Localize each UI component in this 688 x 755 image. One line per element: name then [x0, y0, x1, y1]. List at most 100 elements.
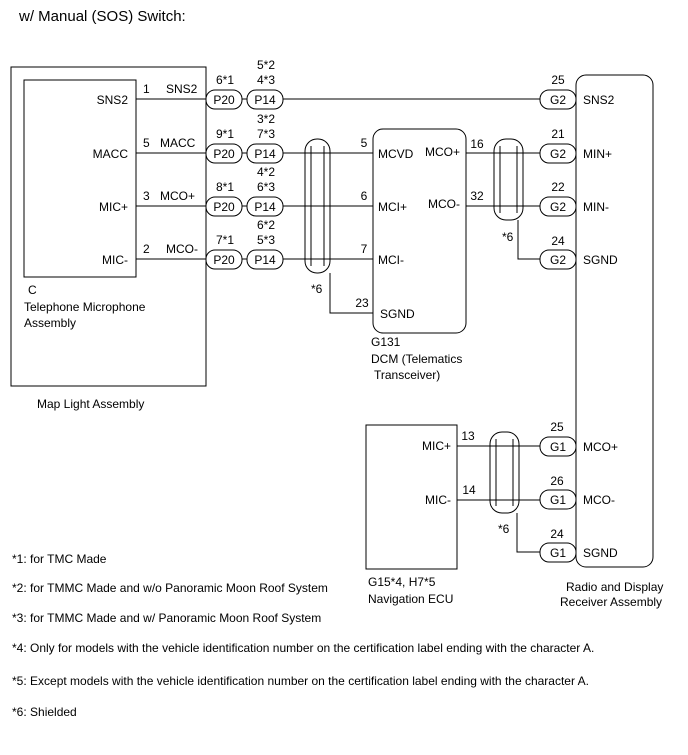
- p14-pin-number: 6*3: [257, 180, 275, 194]
- g1-label: G1: [550, 546, 566, 560]
- p14-label: P14: [254, 253, 276, 267]
- p14-pin-number: 7*3: [257, 127, 275, 141]
- g2-pin-number: 24: [551, 234, 565, 248]
- p14-label: P14: [254, 93, 276, 107]
- footnote: *4: Only for models with the vehicle ide…: [12, 641, 594, 655]
- nav-code: G15*4, H7*5: [368, 575, 436, 589]
- mic-name-line2: Assembly: [24, 316, 76, 330]
- dcm-name-line2: Transceiver): [374, 368, 440, 382]
- navigation-ecu-box: [365, 424, 458, 570]
- telephone-microphone-box: [23, 79, 137, 278]
- g2-label: G2: [550, 147, 566, 161]
- g2-label: G2: [550, 93, 566, 107]
- nav-pin-mic-plus: MIC+: [422, 439, 451, 453]
- radio-name-line1: Radio and Display: [566, 580, 663, 594]
- dcm-pin-number: 6: [361, 189, 368, 203]
- dcm-pin-number: 7: [361, 242, 368, 256]
- nav-pin-number: 13: [461, 429, 475, 443]
- mic-pin-number: 2: [143, 242, 150, 256]
- wire-label: MCO-: [166, 242, 198, 256]
- dcm-pin-mco-minus: MCO-: [428, 197, 460, 211]
- g2-label: G2: [550, 253, 566, 267]
- shield-1-drain-wire: [329, 273, 373, 314]
- footnote: *3: for TMMC Made and w/ Panoramic Moon …: [12, 611, 321, 625]
- mic-pin-sns2: SNS2: [97, 93, 129, 107]
- p14-pin-number: 4*2: [257, 165, 275, 179]
- g1-pin-number: 26: [550, 474, 564, 488]
- dcm-pin-mcvd: MCVD: [378, 147, 414, 161]
- g1-label: G1: [550, 440, 566, 454]
- dcm-pin-number: 5: [361, 136, 368, 150]
- diagram-title: w/ Manual (SOS) Switch:: [18, 8, 186, 25]
- p20-pin-number: 7*1: [216, 233, 234, 247]
- g2-pin-number: 21: [551, 127, 565, 141]
- shield-1: [304, 138, 331, 274]
- shield-label: *6: [498, 522, 510, 536]
- p20-pin-number: 8*1: [216, 180, 234, 194]
- radio-pin-sns2: SNS2: [583, 93, 615, 107]
- g1-connector-1: [539, 436, 577, 457]
- g2-pin-number: 22: [551, 180, 565, 194]
- radio-pin-min-minus: MIN-: [583, 200, 609, 214]
- shield-3-drain-wire: [516, 513, 540, 553]
- nav-name: Navigation ECU: [368, 592, 453, 606]
- shield-label: *6: [311, 282, 323, 296]
- dcm-box: [372, 128, 467, 334]
- p20-pin-number: 6*1: [216, 73, 234, 87]
- g2-pin-number: 25: [551, 73, 565, 87]
- wire-label: SNS2: [166, 82, 198, 96]
- map-light-assembly-box: [10, 66, 207, 387]
- p20-label: P20: [213, 253, 235, 267]
- wire-label: MACC: [160, 136, 196, 150]
- mic-pin-mic-plus: MIC+: [99, 200, 128, 214]
- g2-label: G2: [550, 200, 566, 214]
- shield-3: [489, 431, 520, 514]
- dcm-pin-number: 16: [470, 137, 484, 151]
- p14-pin-number: 5*2: [257, 58, 275, 72]
- radio-name-line2: Receiver Assembly: [560, 595, 662, 609]
- mic-pin-number: 1: [143, 82, 150, 96]
- p14-pin-number: 3*2: [257, 112, 275, 126]
- p14-label: P14: [254, 200, 276, 214]
- g1-pin-number: 24: [550, 527, 564, 541]
- footnote: *5: Except models with the vehicle ident…: [12, 674, 589, 688]
- p14-pin-number: 6*2: [257, 218, 275, 232]
- footnote: *1: for TMC Made: [12, 552, 107, 566]
- radio-pin-sgnd: SGND: [583, 253, 618, 267]
- g1-label: G1: [550, 493, 566, 507]
- p14-pin-number: 5*3: [257, 233, 275, 247]
- radio-pin-sgnd: SGND: [583, 546, 618, 560]
- shield-2-drain-wire: [517, 220, 540, 260]
- g1-pin-number: 25: [550, 420, 564, 434]
- p20-label: P20: [213, 93, 235, 107]
- radio-pin-min-plus: MIN+: [583, 147, 612, 161]
- map-light-name: Map Light Assembly: [37, 397, 144, 411]
- shield-2: [493, 138, 524, 221]
- mic-name-line1: Telephone Microphone: [24, 300, 146, 314]
- wire-label: MCO+: [160, 189, 195, 203]
- footnote: *6: Shielded: [12, 705, 77, 719]
- p20-label: P20: [213, 147, 235, 161]
- mic-pin-number: 5: [143, 136, 150, 150]
- dcm-pin-mci-minus: MCI-: [378, 253, 404, 267]
- p14-pin-number: 4*3: [257, 73, 275, 87]
- radio-pin-mco-minus: MCO-: [583, 493, 615, 507]
- mic-pin-mic-minus: MIC-: [102, 253, 128, 267]
- dcm-code: G131: [371, 335, 401, 349]
- radio-pin-mco-plus: MCO+: [583, 440, 618, 454]
- p20-label: P20: [213, 200, 235, 214]
- nav-pin-number: 14: [462, 483, 476, 497]
- footnote: *2: for TMMC Made and w/o Panoramic Moon…: [12, 581, 328, 595]
- radio-receiver-box: [575, 74, 654, 568]
- mic-code: C: [28, 283, 37, 297]
- dcm-pin-mci-plus: MCI+: [378, 200, 407, 214]
- p20-pin-number: 9*1: [216, 127, 234, 141]
- g1-connector-2: [539, 489, 577, 510]
- mic-pin-number: 3: [143, 189, 150, 203]
- nav-pin-mic-minus: MIC-: [425, 493, 451, 507]
- dcm-pin-number: 23: [355, 296, 369, 310]
- shield-label: *6: [502, 230, 514, 244]
- p14-label: P14: [254, 147, 276, 161]
- dcm-pin-sgnd: SGND: [380, 307, 415, 321]
